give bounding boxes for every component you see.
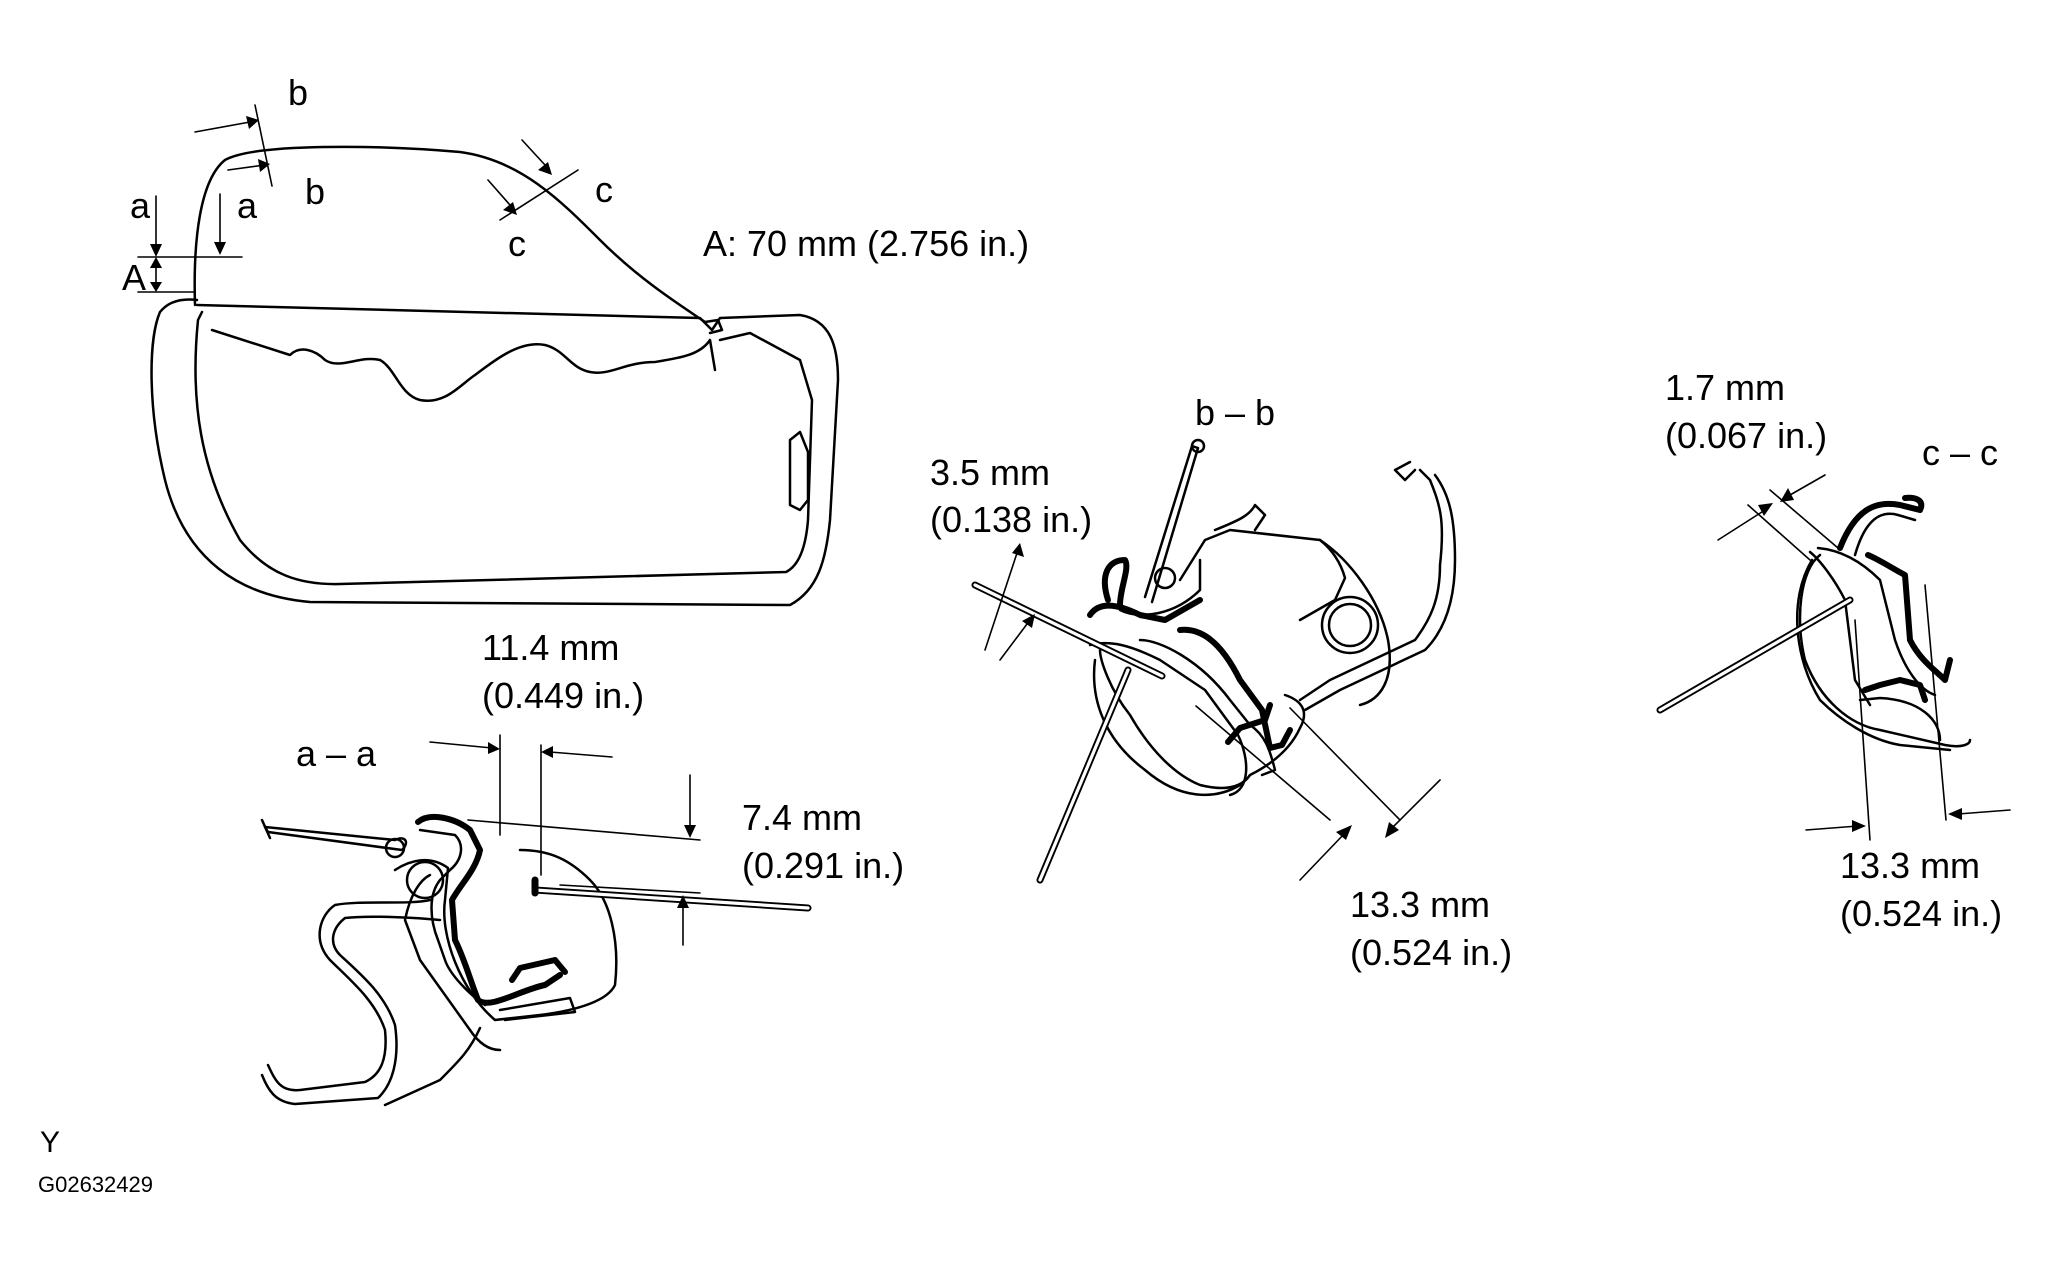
- door-outer-skin: [194, 310, 814, 586]
- door-cutaway-edge: [210, 328, 717, 403]
- section-bb-dim2-mm: 13.3 mm: [1350, 884, 1490, 925]
- section-aa-dim2-in: (0.291 in.): [742, 845, 904, 886]
- section-cc-dim2-in: (0.524 in.): [1840, 893, 2002, 934]
- section-aa-title: a – a: [296, 733, 377, 774]
- section-cc-dim1-mm: 1.7 mm: [1665, 367, 1785, 408]
- section-cc-dimensions: [1717, 474, 2011, 841]
- label-c-left: c: [508, 223, 526, 264]
- label-A-spec: A: 70 mm (2.756 in.): [703, 223, 1029, 264]
- section-cc-title: c – c: [1922, 432, 1998, 473]
- section-cc-dim1-in: (0.067 in.): [1665, 415, 1827, 456]
- section-bb-dim1-mm: 3.5 mm: [930, 452, 1050, 493]
- section-cc-dim2-mm: 13.3 mm: [1840, 845, 1980, 886]
- section-aa-dim1-mm: 11.4 mm: [482, 627, 619, 668]
- corner-letter: Y: [40, 1126, 60, 1159]
- door-frame-corner: [703, 318, 724, 335]
- section-aa-drawing: [260, 813, 618, 1107]
- section-bb-drawing: [1087, 438, 1457, 797]
- section-aa-dim2-mm: 7.4 mm: [742, 797, 862, 838]
- section-bb-dimensions: [984, 543, 1441, 881]
- label-b-mid: b: [305, 171, 325, 212]
- section-aa-dim1-in: (0.449 in.): [482, 675, 644, 716]
- door-overview: [150, 145, 840, 607]
- section-cc-glass: [1656, 596, 1854, 714]
- label-c-right: c: [595, 169, 613, 210]
- door-belt-line: [150, 298, 840, 607]
- label-a-mid: a: [237, 185, 258, 226]
- door-latch-notch: [788, 430, 810, 512]
- overview-dimension-marks: [137, 104, 579, 293]
- door-frame-outline: [193, 145, 707, 324]
- section-bb-dim1-in: (0.138 in.): [930, 499, 1092, 540]
- section-aa-dimensions: [429, 734, 701, 946]
- figure-code: G02632429: [38, 1172, 153, 1197]
- label-a-left: a: [130, 185, 151, 226]
- section-bb-title: b – b: [1195, 392, 1275, 433]
- section-cc-drawing: [1796, 494, 1972, 752]
- label-b-top: b: [288, 72, 308, 113]
- section-bb-glass: [971, 581, 1166, 884]
- label-A-letter: A: [122, 257, 146, 298]
- section-aa-glass: [531, 876, 812, 912]
- section-bb-dim2-in: (0.524 in.): [1350, 932, 1512, 973]
